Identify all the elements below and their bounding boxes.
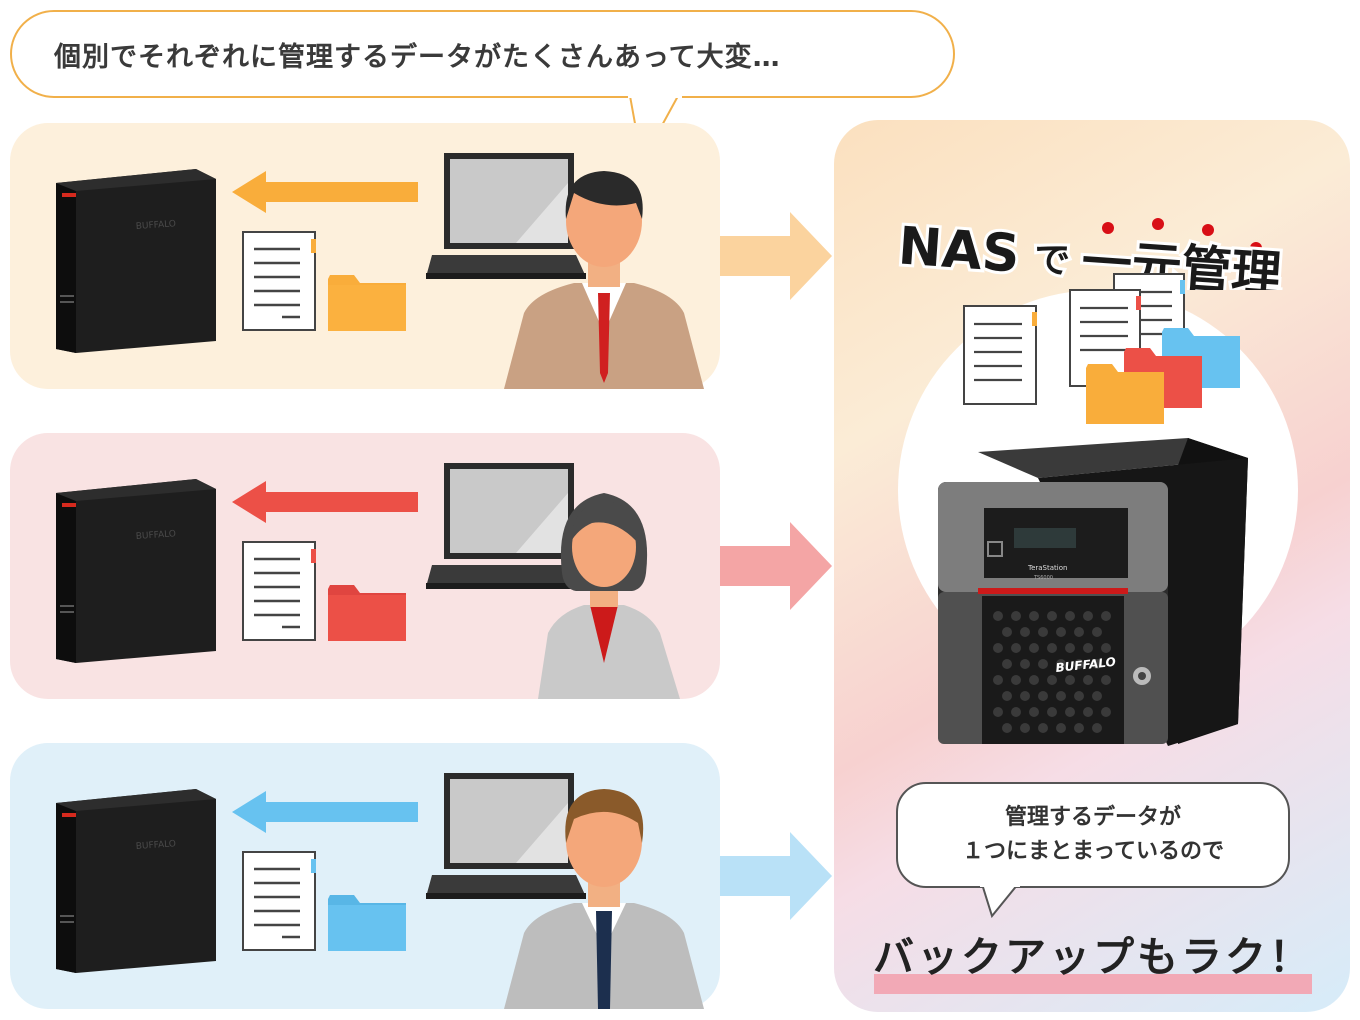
folder-icon [328, 585, 406, 641]
benefit-bubble-tail [980, 884, 1020, 918]
user-panel-3: BUFFALO [10, 743, 720, 1009]
text-highlight-bar [874, 974, 1312, 994]
backup-easy-text: バックアップもラク！ [873, 933, 1313, 981]
businesswoman-icon [538, 493, 680, 699]
laptop-icon [426, 153, 586, 279]
svg-text:TeraStation: TeraStation [1027, 564, 1067, 572]
top-speech-bubble: 個別でそれぞれに管理するデータがたくさんあって大変… [10, 10, 955, 98]
bubble2-line2: １つにまとまっているので [961, 839, 1225, 864]
backup-easy-headline: バックアップもラク！ [870, 920, 1316, 1000]
businessman-icon [504, 171, 704, 389]
benefit-speech-bubble: 管理するデータが １つにまとまっているので [896, 782, 1290, 888]
flow-arrow-right-icon [720, 212, 832, 300]
laptop-icon [426, 463, 586, 589]
businessman-icon [504, 789, 704, 1009]
laptop-icon [426, 773, 586, 899]
svg-text:BUFFALO: BUFFALO [136, 529, 177, 542]
document-icon [242, 851, 316, 951]
folder-icon [328, 275, 406, 331]
svg-text:BUFFALO: BUFFALO [136, 839, 177, 852]
external-hdd-icon: BUFFALO [56, 169, 216, 353]
flow-arrow-right-icon [720, 522, 832, 610]
folder-icon [1086, 364, 1164, 424]
svg-text:で: で [1032, 239, 1071, 282]
document-icon [963, 305, 1037, 405]
flow-arrow-right-icon [720, 832, 832, 920]
external-hdd-icon: BUFFALO [56, 789, 216, 973]
nas-device-icon: TeraStation TS6000 BUFFALO [938, 438, 1248, 746]
nas-summary-panel: NAS で 一元管理 [834, 120, 1350, 1012]
svg-text:BUFFALO: BUFFALO [1055, 655, 1117, 675]
bubble2-line1: 管理するデータが [1004, 805, 1181, 830]
user-panel-1: BUFFALO [10, 123, 720, 389]
document-icon [242, 541, 316, 641]
svg-text:NAS: NAS [898, 216, 1021, 284]
documents-folders-cluster [963, 273, 1240, 424]
save-arrow-left-icon [232, 791, 418, 833]
save-arrow-left-icon [232, 171, 418, 213]
external-hdd-icon: BUFFALO [56, 479, 216, 663]
top-bubble-text: 個別でそれぞれに管理するデータがたくさんあって大変… [54, 41, 781, 73]
user-panel-2: BUFFALO [10, 433, 720, 699]
folder-icon [328, 895, 406, 951]
document-icon [242, 231, 316, 331]
save-arrow-left-icon [232, 481, 418, 523]
svg-text:BUFFALO: BUFFALO [136, 219, 177, 232]
svg-text:TS6000: TS6000 [1033, 575, 1053, 581]
